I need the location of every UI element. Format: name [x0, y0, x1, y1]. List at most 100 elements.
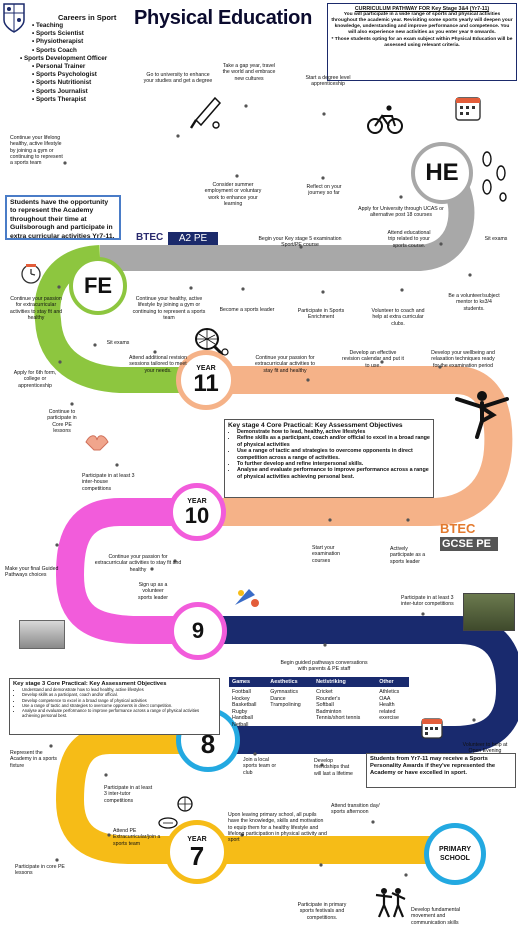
- activity-item: Hockey: [232, 695, 250, 702]
- dot: [153, 350, 157, 354]
- calendar-icon: [20, 262, 42, 284]
- fe-band: [34, 245, 200, 393]
- activities-column-header: Net/striking: [316, 679, 346, 685]
- year-7-circle: YEAR 7: [165, 820, 229, 884]
- curriculum-note: * Those students opting for an exam subj…: [331, 37, 513, 48]
- dot: [439, 242, 443, 246]
- fe-stage-circle: FE: [69, 257, 127, 315]
- a2pe-logo: A2 PE: [168, 232, 218, 245]
- year-number: 11: [193, 369, 219, 397]
- dot: [49, 744, 53, 748]
- dot: [321, 176, 325, 180]
- celebration-icon: [372, 885, 408, 919]
- label-join-club: Join a local sports team or club: [243, 757, 277, 776]
- year-11-circle: YEAR 11: [176, 350, 236, 410]
- label-fundamental: Develop fundamental movement and communi…: [411, 907, 461, 926]
- btec-logo-text: BTEC: [136, 231, 164, 243]
- label-guided-conv: Begin guided pathways conversations with…: [280, 660, 368, 673]
- career-item: • Teaching: [32, 22, 64, 29]
- activities-column-header: Other: [379, 679, 394, 685]
- year-number: 10: [184, 502, 210, 528]
- objective-item: Demonstrate how to lead, healthy, active…: [237, 429, 430, 435]
- label-sit-exams-fe: Sit exams: [106, 340, 130, 346]
- dot: [173, 559, 177, 563]
- primary-school-circle: PRIMARY SCHOOL: [424, 823, 486, 885]
- dot: [63, 161, 67, 165]
- activity-item: Football: [232, 689, 251, 695]
- gcse-pe-logo-text: GCSE PE: [440, 537, 498, 551]
- label-apply-6th: Apply for 6th form, college or apprentic…: [13, 370, 57, 389]
- label-begin-ks5: Begin your Key stage 5 examination Sport…: [258, 236, 342, 249]
- cyclist-icon: [367, 103, 403, 135]
- sports-equipment-icon: [233, 585, 263, 609]
- dot: [253, 752, 257, 756]
- objective-item: Understand and demonstrate how to lead h…: [22, 687, 216, 692]
- dot: [244, 104, 248, 108]
- dot: [107, 833, 111, 837]
- y11-band: [200, 366, 513, 526]
- label-summer: Consider summer employment or voluntary …: [204, 182, 262, 207]
- label-edutrip: Attend educational trip related to your …: [387, 230, 431, 249]
- awards-box: Students from Yr7-11 may receive a Sport…: [366, 753, 516, 788]
- dot: [468, 273, 472, 277]
- academy-representation-box: Students have the opportunity to represe…: [5, 195, 121, 240]
- btec-logo: BTEC: [136, 230, 163, 244]
- careers-panel: Careers in Sport • Teaching• Sports Scie…: [18, 13, 138, 104]
- activity-item: Trampolining: [270, 702, 301, 709]
- label-revision-sessions: Attend additional revision sessions tail…: [129, 355, 187, 374]
- btec-gcse-logo: BTEC GCSE PE: [440, 521, 498, 551]
- year-number: 9: [191, 618, 205, 643]
- careers-heading: Careers in Sport: [58, 13, 117, 22]
- footprints-icon: [475, 149, 515, 203]
- career-item: • Sports Coach: [32, 46, 77, 54]
- label-open-evening: Volunteer to help at Open Evening: [462, 742, 508, 755]
- dot: [70, 402, 74, 406]
- activities-table: Games Aesthetics Net/striking Other Footbal…: [229, 677, 409, 731]
- dot: [58, 360, 62, 364]
- dot: [320, 763, 324, 767]
- label-sports-leader-fe: Become a sports leader: [219, 307, 275, 313]
- label-attend-extra: Attend PE Extracurricular/join a sports …: [113, 828, 161, 847]
- team-photo-y9-right: [463, 593, 515, 631]
- ks3-list: Understand and demonstrate how to lead h…: [13, 687, 216, 719]
- activities-header-row: Games Aesthetics Net/striking Other: [229, 677, 409, 687]
- dot: [371, 820, 375, 824]
- dot: [421, 612, 425, 616]
- dot: [115, 463, 119, 467]
- dot: [150, 567, 154, 571]
- objective-item: Use a range of tactic and strategies to …: [237, 448, 430, 461]
- objective-item: Refine skills as a participant, coach an…: [237, 435, 430, 448]
- label-volunteer-mentor: Be a volunteer/subject mentor to ks3/4 s…: [448, 293, 500, 312]
- label-upon-leaving: Upon leaving primary school, all pupils …: [228, 812, 327, 844]
- y9-band: [200, 616, 518, 754]
- activity-item: Handball: [232, 715, 253, 722]
- year-label: YEAR: [196, 364, 216, 372]
- dot: [321, 290, 325, 294]
- label-apprentice: Start a degree level apprenticeship: [305, 75, 351, 88]
- career-item: • Sports Development Officer: [20, 54, 108, 62]
- activity-item: Netball: [232, 721, 249, 728]
- year-10-circle: YEAR 10: [168, 483, 226, 541]
- activity-item: Tennis/short tennis: [316, 715, 361, 722]
- year-label: YEAR: [187, 497, 207, 505]
- activity-item: related: [379, 708, 396, 715]
- label-revision-cal: Develop an effective revision calendar a…: [342, 350, 404, 369]
- objective-item: Analyse and evaluate performance to impr…: [22, 708, 216, 719]
- activity-item: exercise: [379, 715, 399, 722]
- curriculum-heading: CURRICULUM PATHWAY FOR Key Stage 3&4 (Yr…: [354, 6, 490, 12]
- objective-item: Analyse and evaluate performance to impr…: [237, 467, 430, 480]
- activities-column-header: Aesthetics: [270, 679, 298, 685]
- y8-band: [55, 726, 210, 864]
- label-core-pe-y7: Participate in core PE lessons: [15, 864, 65, 877]
- dot: [406, 518, 410, 522]
- label-ucas: Apply for University through UCAS or alt…: [358, 206, 444, 219]
- label-vol-coach: Volunteer to coach and help at extra cur…: [371, 308, 425, 327]
- activities-column-header: Games: [232, 679, 250, 685]
- dot: [235, 174, 239, 178]
- dot: [104, 773, 108, 777]
- y10-band: [55, 498, 200, 644]
- ks4-heading: Key stage 4 Core Practical: Key Assessme…: [228, 422, 403, 429]
- he-stage-circle: HE: [411, 142, 473, 204]
- dot: [57, 285, 61, 289]
